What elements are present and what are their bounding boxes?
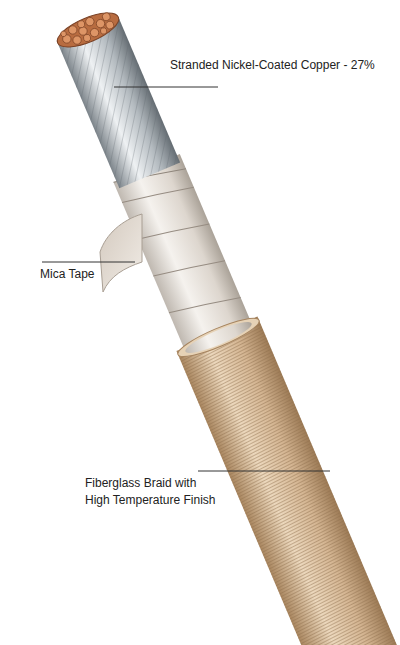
conductor-strands	[58, 17, 180, 188]
copper-strands	[58, 9, 115, 50]
cable	[43, 2, 400, 645]
braid-layer	[176, 317, 400, 645]
conductor	[58, 17, 180, 188]
copper-end	[53, 6, 123, 54]
part-label: Stranded Nickel-Coated Copper - 27%	[170, 57, 375, 74]
leader-line	[198, 471, 330, 472]
mica-inner	[183, 317, 255, 358]
mica-tape-flap	[100, 214, 142, 292]
leader-line	[42, 262, 135, 263]
braid-texture	[176, 317, 400, 645]
part-label: Fiberglass Braid with High Temperature F…	[85, 475, 222, 509]
part-label: Mica Tape	[40, 266, 94, 283]
braid-edge	[174, 312, 262, 363]
leader-line	[114, 87, 218, 88]
